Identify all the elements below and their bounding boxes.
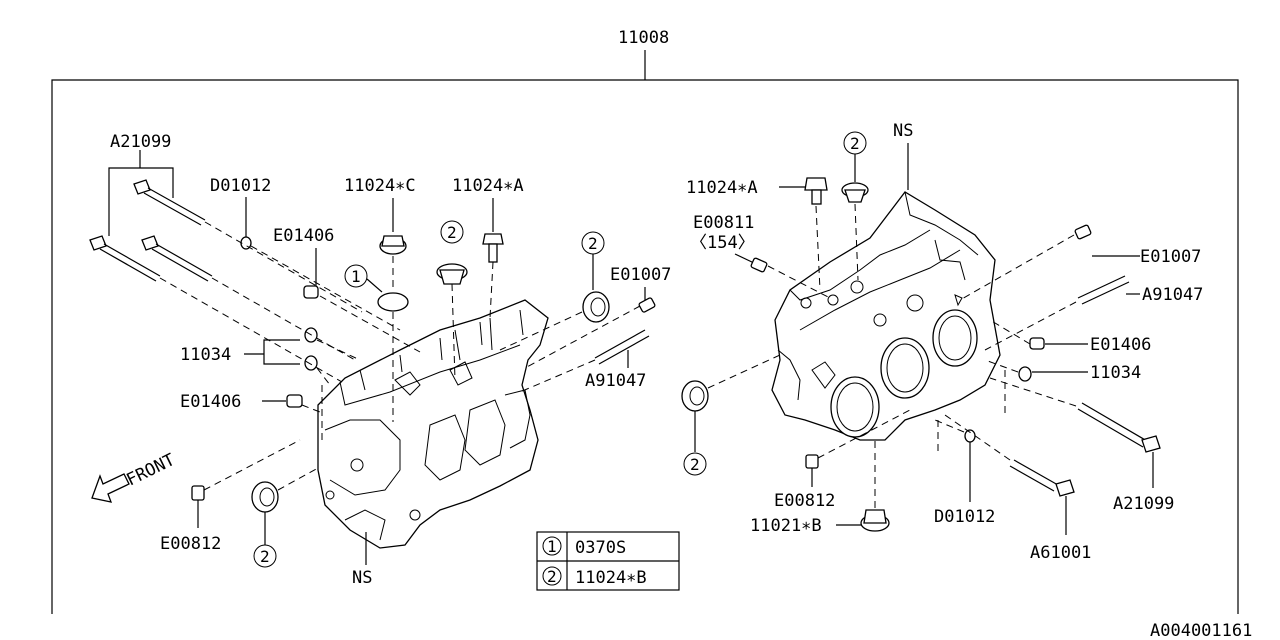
label-front: FRONT (123, 450, 178, 490)
svg-text:2: 2 (447, 223, 457, 242)
label-left-11024a: 11024∗A (452, 176, 524, 196)
right-a21099-bolt (1077, 402, 1161, 453)
label-left-ns: NS (352, 568, 372, 588)
label-right-a21099: A21099 (1113, 494, 1174, 514)
diagram-id: A004001161 (1150, 621, 1252, 640)
front-arrow-icon (91, 473, 130, 503)
svg-text:2: 2 (260, 547, 270, 566)
left-e01406-bottom-dowel (286, 394, 303, 408)
right-e00811-leader (734, 253, 755, 264)
right-11034-washer (1018, 366, 1032, 382)
left-assembly-dashlines (159, 221, 641, 491)
svg-text:1: 1 (351, 267, 361, 286)
left-a91047-stud (594, 329, 650, 365)
legend-key-2: 2 (547, 567, 557, 586)
label-right-e00812: E00812 (774, 491, 835, 511)
label-right-e00811-qty: 〈154〉 (690, 233, 755, 253)
right-e00811-pin (750, 257, 768, 273)
label-right-e01406: E01406 (1090, 335, 1151, 355)
right-e00812-pin (805, 454, 819, 469)
label-right-a91047: A91047 (1142, 285, 1203, 305)
left-plug-2-top (436, 263, 468, 285)
label-right-11021b: 11021∗B (750, 516, 822, 536)
legend-value-2: 11024∗B (575, 568, 647, 588)
svg-text:2: 2 (588, 234, 598, 253)
left-11024c-plug (379, 235, 407, 255)
label-left-11024c: 11024∗C (344, 176, 416, 196)
left-crankcase-half (317, 299, 549, 549)
right-11024a-bolt (804, 177, 828, 205)
label-right-11034: 11034 (1090, 363, 1141, 383)
left-11024a-bolt (482, 233, 504, 263)
label-left-11034: 11034 (180, 345, 231, 365)
label-left-e00812: E00812 (160, 534, 221, 554)
left-11034-washer-2 (304, 355, 318, 371)
right-crankcase-half (771, 191, 1001, 441)
left-e01007-pin (638, 297, 656, 313)
left-oring (377, 292, 409, 312)
svg-text:2: 2 (850, 134, 860, 153)
label-right-ns: NS (893, 121, 913, 141)
left-e00812-pin (191, 485, 205, 501)
label-left-e01007: E01007 (610, 265, 671, 285)
left-e01406-top-dowel (303, 285, 319, 299)
left-callout-1-leader (366, 278, 383, 293)
right-callout-2-side: 2 (683, 452, 707, 476)
legend-value-1: 0370S (575, 538, 626, 558)
label-right-d01012: D01012 (934, 507, 995, 527)
label-left-a91047: A91047 (585, 371, 646, 391)
right-callout-2-top: 2 (843, 131, 867, 155)
left-plug-2-bottom (251, 481, 279, 513)
label-left-a21099: A21099 (110, 132, 171, 152)
callout-legend-table: 1 0370S 2 11024∗B (536, 531, 680, 591)
right-11021b-plug (860, 509, 890, 532)
right-plug-2-top (841, 182, 869, 203)
left-11034-bracket (263, 339, 300, 365)
label-right-a61001: A61001 (1030, 543, 1091, 563)
left-bolt-a21099-1 (133, 179, 206, 226)
left-callout-2-top: 2 (440, 220, 464, 244)
left-bolt-a21099-2 (141, 235, 213, 282)
svg-text:2: 2 (690, 455, 700, 474)
label-left-e01406-top: E01406 (273, 226, 334, 246)
left-a21099-bracket (108, 167, 174, 236)
right-a61001-bolt (1009, 459, 1075, 497)
label-right-e00811: E00811 (693, 213, 754, 233)
left-bolt-a21099-3 (89, 235, 161, 282)
left-callout-1: 1 (344, 264, 368, 288)
right-plug-2-side (681, 380, 709, 412)
assembly-number: 11008 (618, 28, 669, 48)
label-right-11024a: 11024∗A (686, 178, 758, 198)
left-callout-2-right: 2 (581, 231, 605, 255)
label-right-e01007: E01007 (1140, 247, 1201, 267)
label-left-d01012: D01012 (210, 176, 271, 196)
label-left-e01406-bottom: E01406 (180, 392, 241, 412)
right-e01406-dowel (1029, 337, 1045, 350)
right-a91047-stud (1077, 275, 1130, 305)
left-callout-2-bottom: 2 (253, 544, 277, 568)
legend-key-1: 1 (547, 537, 557, 556)
right-e01007-pin (1074, 224, 1092, 240)
right-assembly-dashlines (707, 203, 1077, 508)
left-plug-2-right (582, 291, 610, 323)
diagram-frame (51, 79, 1239, 614)
